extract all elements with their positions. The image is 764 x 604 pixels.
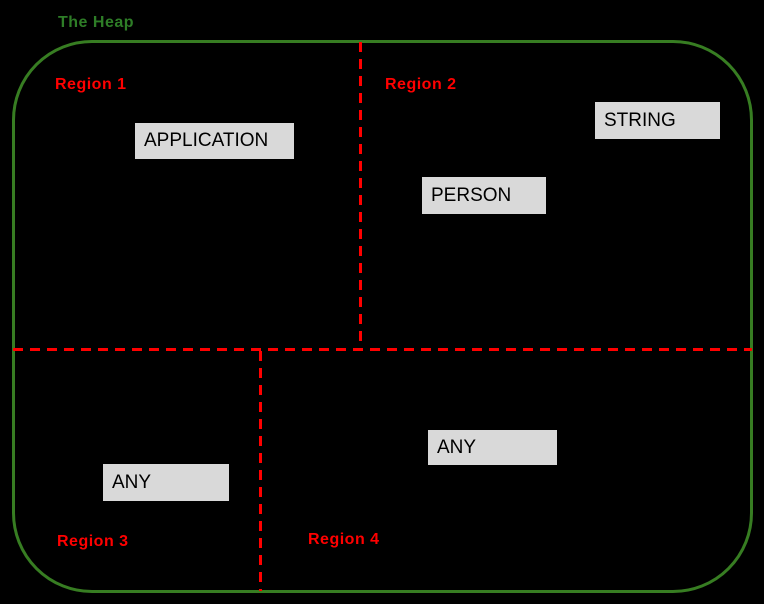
object-box-person: PERSON: [421, 176, 547, 215]
region-4-label: Region 4: [308, 531, 380, 548]
object-box-any-region4: ANY: [427, 429, 558, 466]
divider-vertical-top: [359, 42, 362, 349]
object-box-any-region3: ANY: [102, 463, 230, 502]
object-box-string: STRING: [594, 101, 721, 140]
region-3-label: Region 3: [57, 533, 129, 550]
object-box-application: APPLICATION: [134, 122, 295, 160]
heap-boundary: [12, 40, 753, 593]
divider-vertical-bottom: [259, 351, 262, 591]
region-1-label: Region 1: [55, 76, 127, 93]
region-2-label: Region 2: [385, 76, 457, 93]
heap-title: The Heap: [58, 14, 135, 31]
divider-horizontal-middle: [13, 348, 752, 351]
